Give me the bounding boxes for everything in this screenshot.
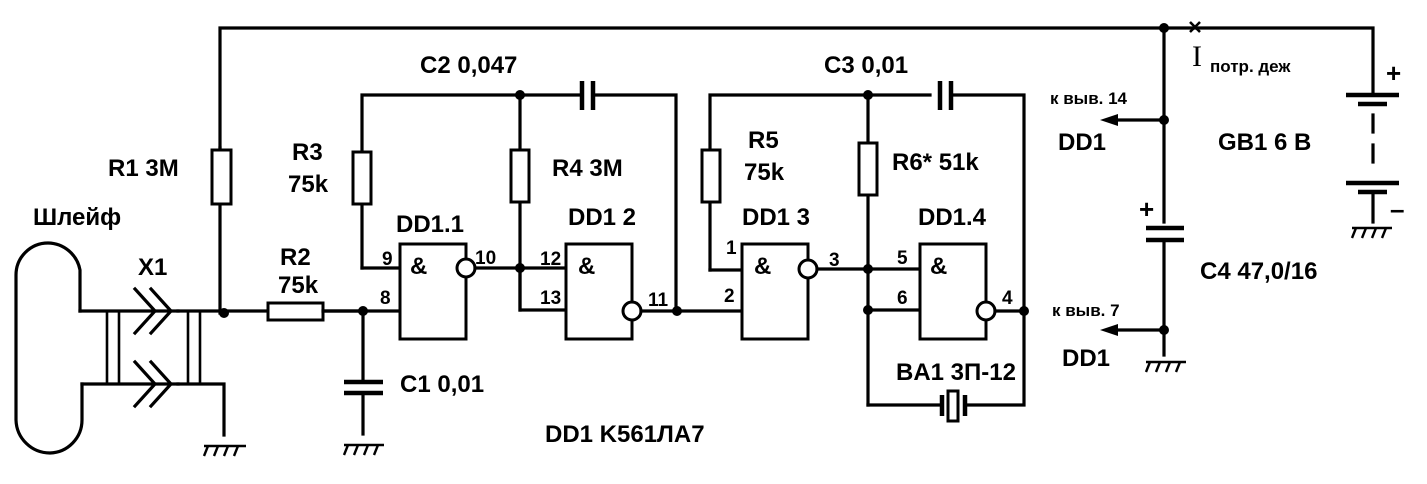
vcc-pin-label: к выв. 14 [1050,89,1128,108]
r5-value: 75k [744,159,785,186]
resistor-r2 [266,301,325,322]
gnd-pin-label: к выв. 7 [1052,301,1120,320]
c2-label: C2 0,047 [420,52,517,79]
resistor-r3 [351,150,373,206]
connector-label: X1 [138,254,167,281]
r3-value: 75k [288,171,329,198]
r3-name: R3 [292,139,323,166]
c3-label: C3 0,01 [824,52,908,79]
gate-dd1-2-label: DD1 2 [568,204,636,231]
battery-minus: – [1390,194,1404,224]
ground-icon [202,444,246,457]
current-symbol: I [1192,40,1202,73]
resistor-r1 [210,148,233,206]
resistor-r4 [509,148,531,204]
alarm-loop [14,241,84,455]
r1-label: R1 3M [108,155,179,182]
buzzer-label: BA1 3П-12 [896,359,1016,386]
c4-plus: + [1139,194,1154,224]
nand-symbol: & [578,253,595,280]
pin-label: 5 [897,248,908,269]
r2-value: 75k [278,272,319,299]
pin-label: 1 [726,238,737,259]
pin-label: 6 [897,288,908,309]
pin-label: 9 [382,249,393,270]
gate-dd1-3-label: DD1 3 [742,204,810,231]
resistor-r5 [700,148,722,204]
r4-label: R4 3M [552,155,623,182]
gate-dd1-1 [398,242,525,341]
power-filter [1100,26,1184,357]
ground-icon [342,443,384,456]
gate-dd1-4-label: DD1.4 [918,204,987,231]
gnd-target: DD1 [1062,345,1110,372]
gate-dd1-4 [863,242,1029,341]
buzzer-ba1 [866,309,1026,423]
gate-dd1-3 [740,242,922,341]
r5-name: R5 [748,127,779,154]
pin-label: 2 [724,286,735,307]
pin-label: 11 [648,290,669,311]
pin-label: 12 [540,249,561,270]
r2-name: R2 [280,244,311,271]
loop-label: Шлейф [33,204,121,231]
connector-x1 [78,286,362,437]
gate-dd1-2 [518,242,744,341]
nand-symbol: & [410,253,427,280]
vcc-target: DD1 [1058,129,1106,156]
r6-label: R6* 51k [892,149,979,176]
gate-dd1-1-label: DD1.1 [396,211,464,238]
c1-branch [321,306,402,436]
ground-icon [1144,360,1186,373]
current-subscript: потр. деж [1210,57,1291,76]
ground-icon [1350,226,1392,239]
c4-label: C4 47,0/16 [1200,258,1317,285]
pin-label: 13 [540,288,561,309]
battery-label: GB1 6 B [1218,129,1311,156]
battery-gb1 [1346,92,1399,224]
resistor-r6 [857,141,879,197]
pin-label: 10 [475,248,496,269]
battery-plus: + [1386,58,1401,88]
pin-label: 4 [1002,288,1013,309]
pin-label: 8 [380,288,391,309]
pin-label: 3 [829,250,840,271]
c1-label: C1 0,01 [400,371,484,398]
nand-symbol: & [754,253,771,280]
chip-label: DD1 K561ЛА7 [545,421,705,448]
nand-symbol: & [930,253,947,280]
